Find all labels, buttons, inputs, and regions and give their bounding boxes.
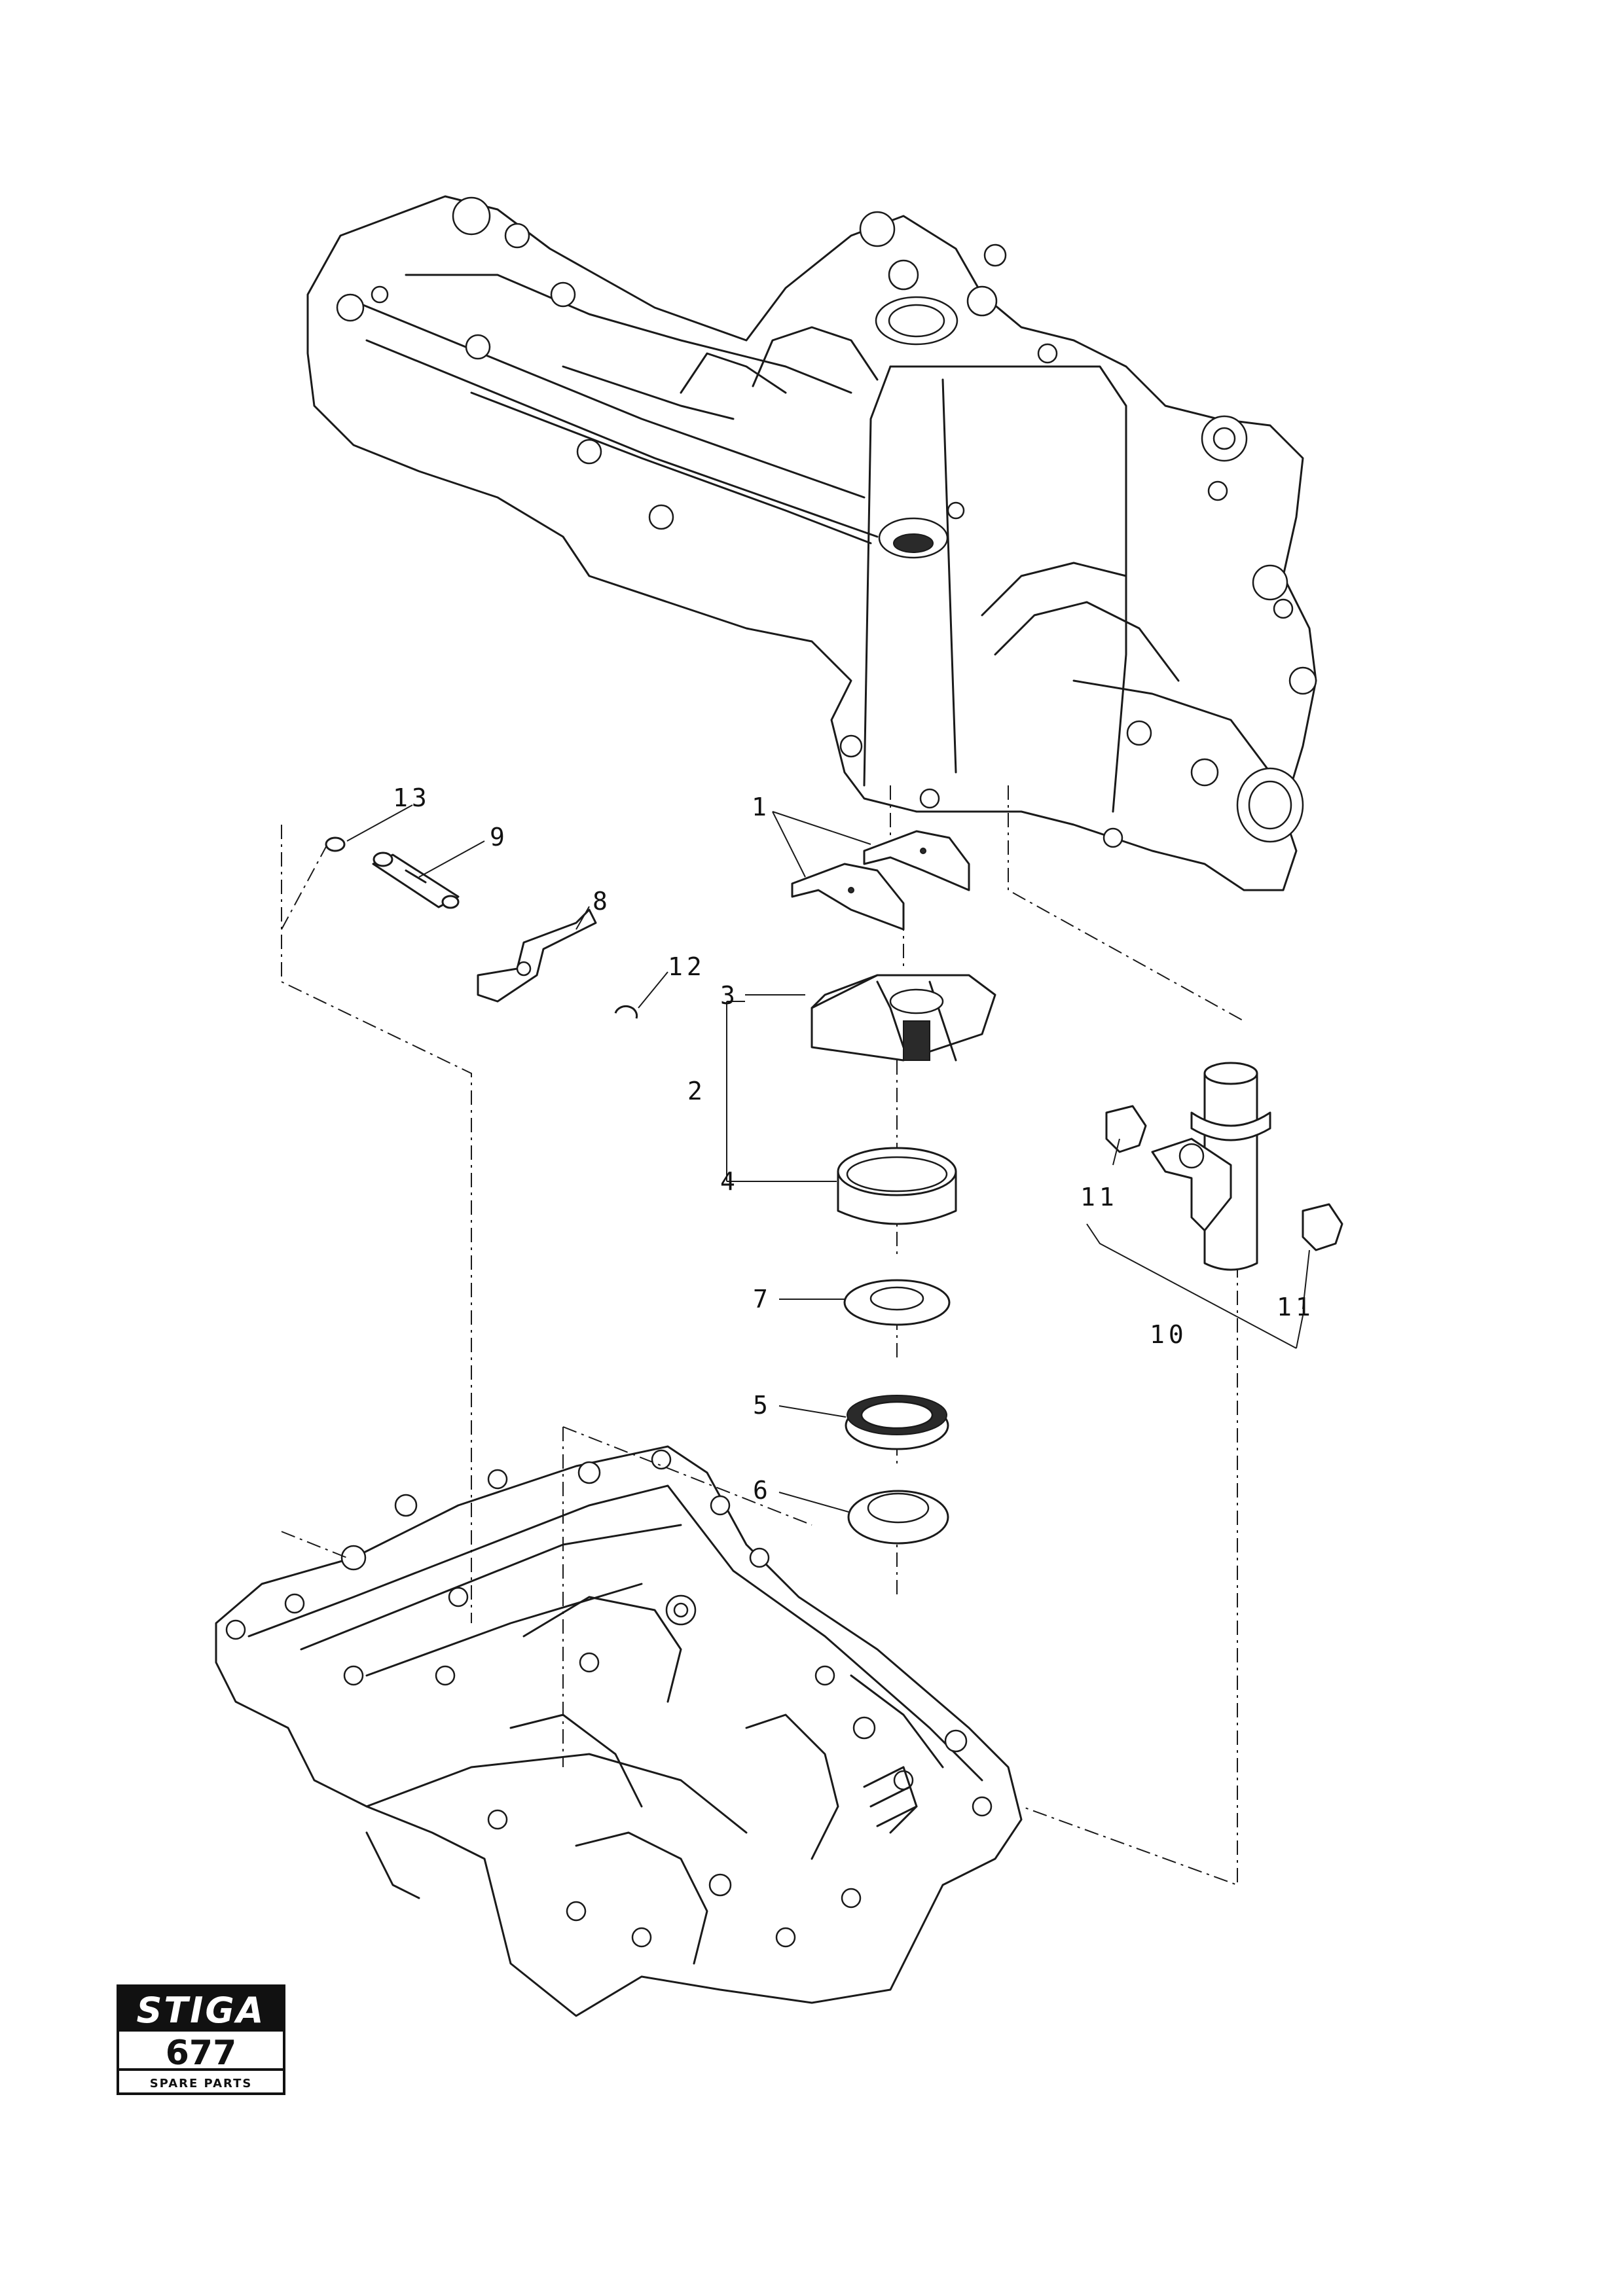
- part-5-thrust-bearing: [845, 1395, 949, 1450]
- part-7-washer: [843, 1279, 951, 1326]
- callout-6: 6: [753, 1476, 772, 1505]
- part-3-bearing-block: [811, 974, 996, 1062]
- callout-5: 5: [753, 1391, 772, 1420]
- leader-lines: [346, 804, 1310, 1513]
- callout-labels: 1 2 3 4 5 6 7 8 9 10 11 11 12 13: [393, 783, 1315, 1505]
- callout-7: 7: [753, 1285, 772, 1314]
- callout-11a: 11: [1080, 1183, 1118, 1211]
- callout-4: 4: [720, 1167, 739, 1196]
- callout-11b: 11: [1277, 1293, 1315, 1321]
- callout-12: 12: [668, 952, 706, 981]
- upper-housing: [306, 195, 1317, 891]
- logo-brand: STIGA: [137, 1990, 266, 2031]
- part-13-clip: [325, 836, 346, 852]
- logo-subtitle: SPARE PARTS: [150, 2077, 253, 2090]
- callout-13: 13: [393, 783, 431, 812]
- callout-8: 8: [593, 887, 611, 916]
- callout-10: 10: [1150, 1320, 1188, 1349]
- part-1-shims: [791, 830, 970, 931]
- callout-9: 9: [490, 823, 509, 852]
- part-12-eclip: [614, 1005, 638, 1019]
- part-6-washer: [847, 1490, 949, 1545]
- part-8-lever-plate: [477, 908, 597, 1003]
- assembly-lines: [281, 785, 1245, 1886]
- callout-2: 2: [687, 1077, 706, 1105]
- callout-1: 1: [752, 793, 771, 821]
- part-9-pin: [372, 852, 460, 909]
- part-11-slider-pads: [1105, 1105, 1343, 1251]
- part-4-ring-sleeve: [837, 1147, 957, 1225]
- stiga-logo: STIGA 677 SPARE PARTS: [117, 1984, 285, 2095]
- logo-model-number: 677: [166, 2034, 237, 2073]
- lower-housing: [215, 1445, 1023, 2017]
- callout-3: 3: [720, 981, 739, 1010]
- part-10-shift-shaft: [1151, 1062, 1271, 1271]
